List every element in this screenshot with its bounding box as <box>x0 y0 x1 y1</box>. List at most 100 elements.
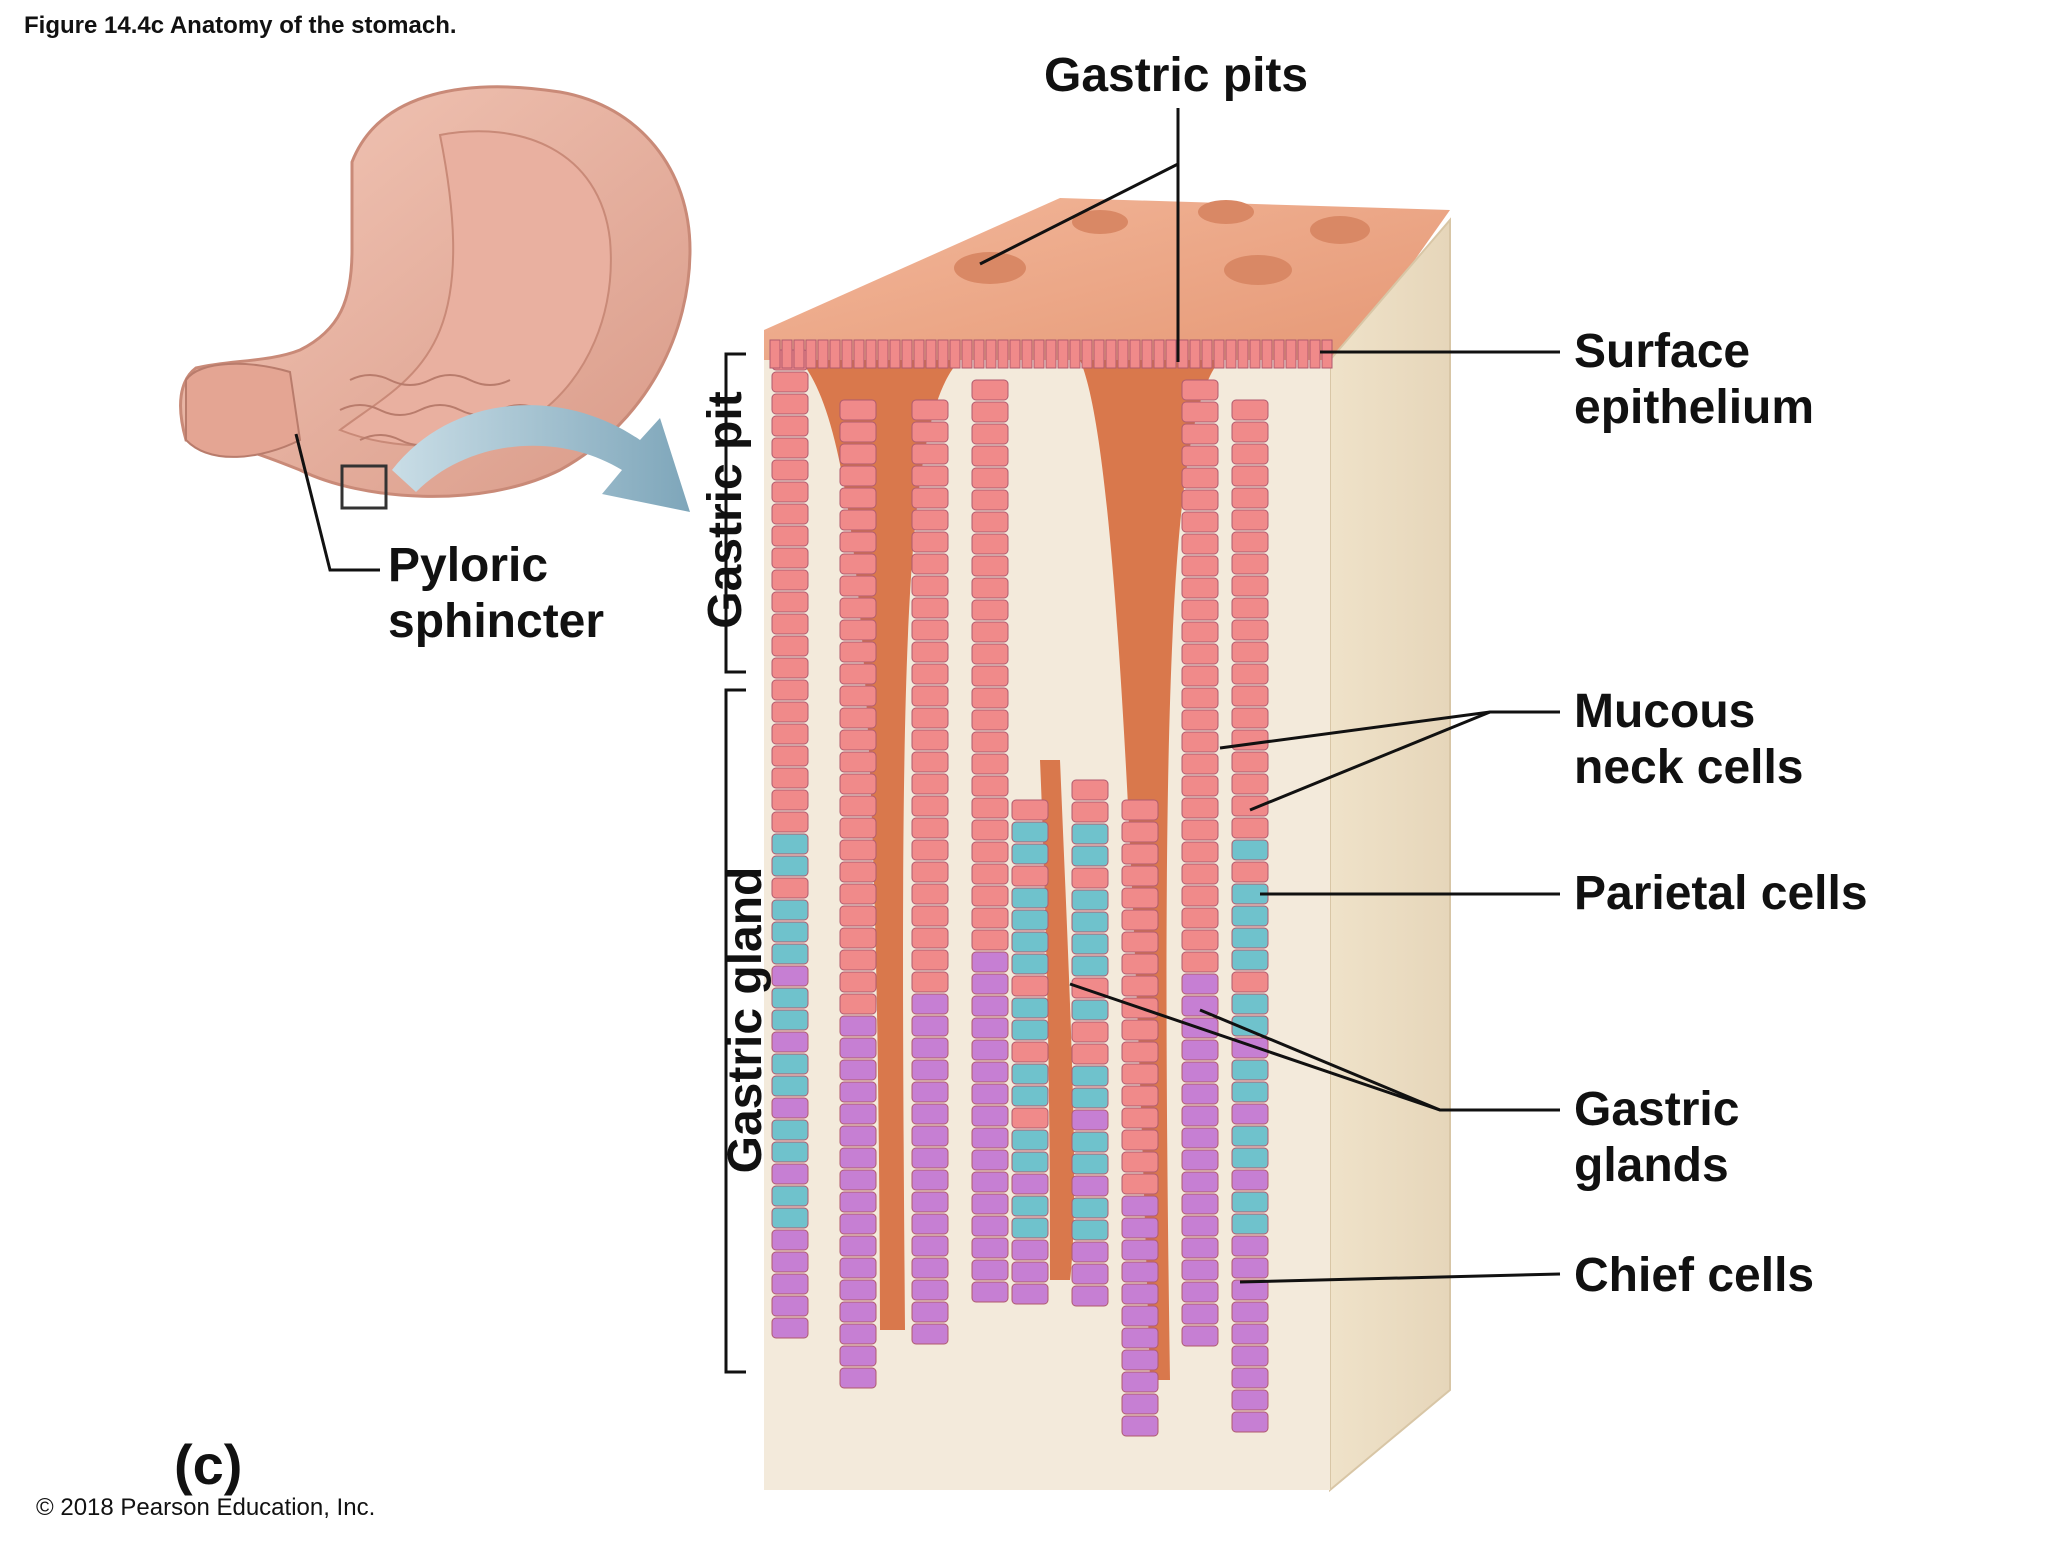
gland-cell <box>771 965 809 987</box>
gland-cell <box>839 949 877 971</box>
gland-cell <box>1231 509 1269 531</box>
gland-cell <box>1181 973 1219 995</box>
gland-cell <box>1231 1081 1269 1103</box>
gland-cell <box>1071 1285 1109 1307</box>
leader-gastric-glands-2 <box>1199 1008 1441 1112</box>
gland-cell <box>1231 575 1269 597</box>
gland-cell <box>1071 1241 1109 1263</box>
gland-cell <box>911 1059 949 1081</box>
gland-cell <box>1121 887 1159 909</box>
gland-cell <box>1121 1129 1159 1151</box>
gland-cell <box>911 1125 949 1147</box>
gland-cell <box>771 371 809 393</box>
gland-cell <box>1181 379 1219 401</box>
gland-cell <box>1231 949 1269 971</box>
gland-cell <box>971 995 1009 1017</box>
gland-cell <box>971 1017 1009 1039</box>
gland-cell <box>1121 843 1159 865</box>
surface-epithelium-cell <box>1057 339 1069 369</box>
gland-cell <box>971 775 1009 797</box>
gland-cell <box>1231 1235 1269 1257</box>
gland-cell <box>771 1119 809 1141</box>
label-gastric-pit-vertical: Gastric pit <box>699 391 752 629</box>
gland-cell <box>839 1103 877 1125</box>
gland-cell <box>971 753 1009 775</box>
gland-cell <box>1071 1087 1109 1109</box>
gland-cell <box>1071 1197 1109 1219</box>
gland-cell <box>1231 1103 1269 1125</box>
gland-cell <box>911 421 949 443</box>
gland-cell <box>1121 1151 1159 1173</box>
gland-cell <box>971 797 1009 819</box>
gland-cell <box>1231 399 1269 421</box>
pit-opening-2 <box>1072 210 1128 234</box>
gland-cell <box>911 707 949 729</box>
gland-cell <box>771 437 809 459</box>
gland-cell <box>1011 1019 1049 1041</box>
gland-cell <box>839 1301 877 1323</box>
gland-cell <box>1231 971 1269 993</box>
gland-cell <box>1121 1327 1159 1349</box>
gland-cell <box>1181 995 1219 1017</box>
surface-epithelium-cell <box>1321 339 1333 369</box>
gland-cell <box>971 423 1009 445</box>
surface-epithelium-cell <box>937 339 949 369</box>
gland-cell <box>771 1185 809 1207</box>
gland-cell <box>1011 1261 1049 1283</box>
gland-cell <box>911 685 949 707</box>
gland-cell <box>1231 707 1269 729</box>
gland-cell <box>911 465 949 487</box>
gland-cell <box>1071 1263 1109 1285</box>
gland-cell <box>1231 751 1269 773</box>
gland-cell <box>1011 909 1049 931</box>
gland-cell <box>971 863 1009 885</box>
gland-cell <box>1121 975 1159 997</box>
surface-epithelium-cell <box>829 339 841 369</box>
gland-cell <box>771 1075 809 1097</box>
gland-cell <box>1231 1411 1269 1433</box>
gland-cell <box>1231 619 1269 641</box>
surface-epithelium-cell <box>1237 339 1249 369</box>
gland-cell <box>771 393 809 415</box>
gland-cell <box>1121 909 1159 931</box>
gland-cell <box>971 841 1009 863</box>
gland-cell <box>839 597 877 619</box>
gland-cell <box>911 663 949 685</box>
surface-epithelium-cell <box>901 339 913 369</box>
gland-cell <box>839 443 877 465</box>
gland-cell <box>971 467 1009 489</box>
gland-cell <box>1181 1215 1219 1237</box>
gland-cell <box>1231 1169 1269 1191</box>
gland-cell <box>1121 1349 1159 1371</box>
gland-cell <box>971 555 1009 577</box>
gland-cell <box>1181 797 1219 819</box>
gland-cell <box>1181 401 1219 423</box>
gland-cell <box>1121 1239 1159 1261</box>
gland-cell <box>839 729 877 751</box>
gland-cell <box>771 745 809 767</box>
gland-cell <box>839 575 877 597</box>
gland-cell <box>971 1281 1009 1303</box>
gland-cell <box>1071 1065 1109 1087</box>
gland-cell <box>1071 1219 1109 1241</box>
gland-cell <box>839 905 877 927</box>
pit-lumen-left <box>800 360 960 1330</box>
surface-epithelium-cell <box>1081 339 1093 369</box>
gland-cell <box>911 883 949 905</box>
gland-cell <box>1181 665 1219 687</box>
gland-cell <box>1121 1393 1159 1415</box>
gland-cell <box>1121 1041 1159 1063</box>
section-box <box>340 464 388 510</box>
gland-cell <box>839 1081 877 1103</box>
surface-epithelium-cell <box>1021 339 1033 369</box>
label-mucous-neck-line1: Mucous <box>1574 685 1756 738</box>
gland-cell <box>839 861 877 883</box>
gland-cell <box>1011 799 1049 821</box>
gland-cell <box>971 1193 1009 1215</box>
gland-cell <box>1121 1283 1159 1305</box>
gland-cell <box>1181 687 1219 709</box>
gland-cell <box>971 401 1009 423</box>
leader-mucous-neck-2 <box>1249 710 1491 812</box>
gland-cell <box>1231 443 1269 465</box>
gland-cell <box>911 487 949 509</box>
